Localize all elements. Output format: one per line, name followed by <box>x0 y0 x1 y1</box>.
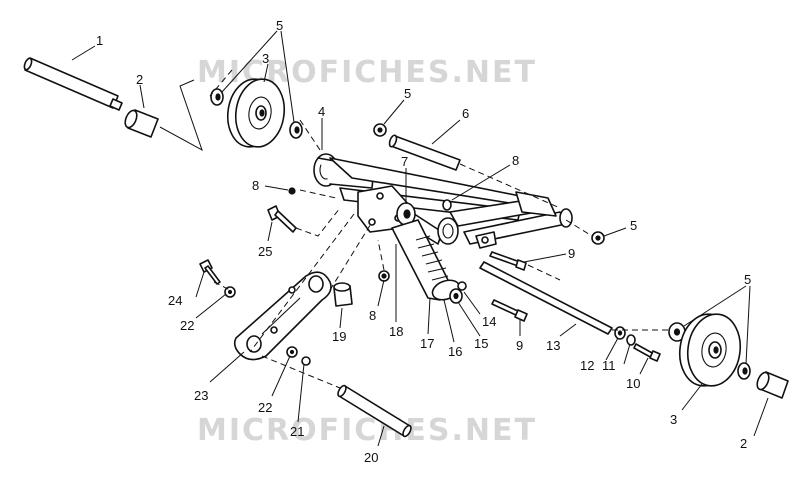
link-arm-part-23 <box>233 271 332 361</box>
callout-23: 23 <box>194 388 208 403</box>
washer-part-5-d <box>591 231 605 245</box>
shaft-part-6 <box>388 134 461 171</box>
spacer-part-2-right <box>756 371 789 399</box>
callout-8-upper-right: 8 <box>512 153 519 168</box>
spacer-part-2-left <box>124 109 159 138</box>
rod-part-13 <box>479 261 613 335</box>
callout-18: 18 <box>389 324 403 339</box>
washer-part-22-upper <box>224 286 236 298</box>
bushing-part-19 <box>333 282 353 307</box>
callout-21: 21 <box>290 424 304 439</box>
shaft-part-1 <box>23 57 123 111</box>
callout-19: 19 <box>332 329 346 344</box>
shaft-part-20 <box>337 384 412 438</box>
callout-14: 14 <box>482 314 496 329</box>
bolt-part-10 <box>633 343 661 362</box>
callout-6: 6 <box>462 106 469 121</box>
callout-25: 25 <box>258 244 272 259</box>
callout-8-lower: 8 <box>369 308 376 323</box>
callout-7: 7 <box>401 154 408 169</box>
nut-part-21 <box>301 356 311 366</box>
idler-wheel-part-3-upper <box>226 78 286 148</box>
callout-8-left: 8 <box>252 178 259 193</box>
bolt-part-24 <box>199 259 221 285</box>
watermark-bottom: MICROFICHES.NET <box>197 413 537 448</box>
callout-24: 24 <box>168 293 182 308</box>
callout-16: 16 <box>448 344 462 359</box>
washer-part-5-b <box>289 121 303 139</box>
callout-10: 10 <box>626 376 640 391</box>
washer-part-5-a <box>210 88 224 106</box>
washer-part-11 <box>626 334 636 346</box>
callout-13: 13 <box>546 338 560 353</box>
washer-part-22-lower <box>286 346 298 358</box>
callout-5-upper-mid: 5 <box>404 86 411 101</box>
nut-part-8-lower <box>378 270 390 282</box>
callout-1: 1 <box>96 33 103 48</box>
callout-9-lower: 9 <box>516 338 523 353</box>
washer-part-5-e <box>668 322 686 342</box>
callout-22-lower: 22 <box>258 400 272 415</box>
washer-part-5-c <box>373 123 387 137</box>
callout-5-right: 5 <box>630 218 637 233</box>
nut-part-8-right <box>442 199 452 211</box>
nut-part-8-top <box>288 187 296 195</box>
washer-part-12 <box>614 326 626 340</box>
callout-5-upper-left: 5 <box>276 18 283 33</box>
callout-17: 17 <box>420 336 434 351</box>
callout-4: 4 <box>318 104 325 119</box>
callout-12: 12 <box>580 358 594 373</box>
callout-11: 11 <box>602 358 616 373</box>
callout-3-upper: 3 <box>262 51 269 66</box>
idler-wheel-part-3-lower <box>678 313 742 387</box>
callout-9-upper: 9 <box>568 246 575 261</box>
bushing-part-14 <box>457 281 467 291</box>
washer-part-5-f <box>737 362 751 380</box>
callout-15: 15 <box>474 336 488 351</box>
callout-2-left: 2 <box>136 72 143 87</box>
bolt-part-9-lower <box>491 299 528 322</box>
callout-20: 20 <box>364 450 378 465</box>
bolt-part-9-upper <box>489 251 527 271</box>
nut-part-15 <box>449 288 463 304</box>
callout-5-lower-right: 5 <box>744 272 751 287</box>
callout-3-lower: 3 <box>670 412 677 427</box>
bolt-part-25 <box>267 205 297 233</box>
swing-arm-frame <box>329 157 573 249</box>
callout-22-upper: 22 <box>180 318 194 333</box>
callout-2-right: 2 <box>740 436 747 451</box>
